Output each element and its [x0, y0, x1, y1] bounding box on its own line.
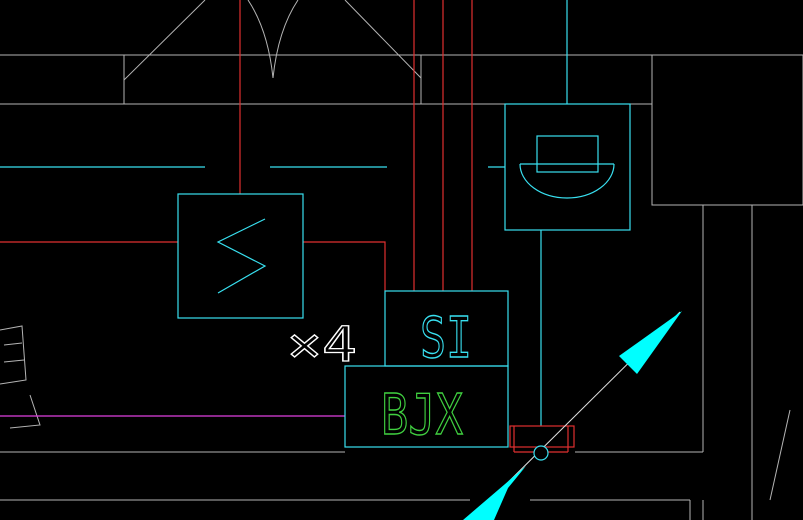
arrow-head-top-icon	[619, 311, 682, 374]
room-box-right	[651, 54, 803, 206]
sensor-bracket-frame	[509, 425, 575, 448]
heater-zigzag-icon	[216, 218, 267, 294]
heater-box	[177, 193, 304, 319]
power-line-to-si	[303, 241, 386, 291]
bjx-box-frame	[344, 365, 509, 448]
bjx-label: BJX	[381, 383, 463, 448]
sketch-right-edge	[769, 409, 791, 501]
door-arc-right	[272, 0, 299, 79]
lamp-reflector-icon	[519, 163, 615, 199]
bjx-box[interactable]: BJX	[344, 365, 509, 449]
si-label: SI	[420, 306, 472, 371]
si-box[interactable]: SI	[384, 290, 509, 372]
direction-arrow[interactable]	[463, 311, 682, 520]
door-arc-left	[247, 0, 274, 79]
lamp-box	[504, 103, 631, 231]
sensor-circle-icon	[533, 445, 549, 461]
stair-sketch-left	[0, 325, 41, 429]
diagonal-right	[344, 0, 422, 79]
heater-symbol[interactable]	[177, 193, 304, 319]
quantity-label: ×4	[287, 317, 357, 373]
cyan-cable-lines	[0, 0, 568, 426]
lamp-tube-icon	[536, 135, 599, 173]
diagonal-left	[123, 0, 206, 81]
arrow-head-bottom-icon	[463, 466, 526, 520]
lamp-symbol[interactable]	[504, 103, 631, 231]
red-power-lines	[0, 0, 473, 291]
